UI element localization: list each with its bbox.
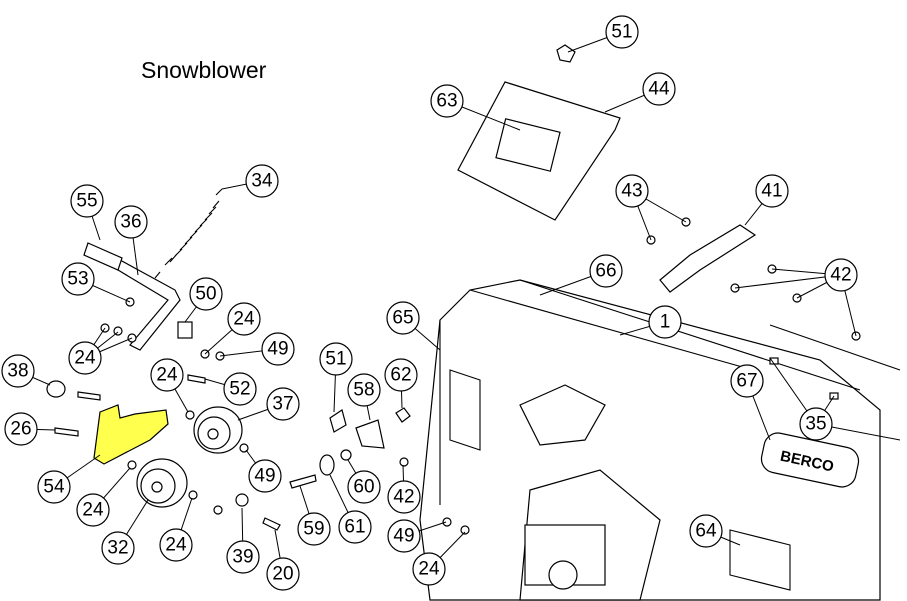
callout-number: 24 (74, 348, 96, 369)
callout-number: 55 (76, 191, 97, 212)
callout-circle (266, 387, 300, 421)
callout-circle (384, 358, 418, 392)
callout-number: 51 (611, 22, 632, 43)
callout-circle (297, 512, 331, 546)
callout-number: 67 (736, 371, 757, 392)
callout-circle (4, 412, 38, 446)
pulley-37-part (193, 406, 243, 454)
callout-number: 50 (195, 284, 216, 305)
callout-circle (226, 540, 260, 574)
callout-number: 53 (67, 269, 88, 290)
callout-circle (261, 332, 295, 366)
callout-circle (430, 84, 464, 118)
callout-circle (648, 305, 682, 339)
callout-number: 24 (156, 365, 178, 386)
callout-circle (150, 358, 184, 392)
callout-circle (347, 470, 381, 504)
leader-line (734, 274, 842, 289)
callout-number: 24 (165, 535, 187, 556)
callout-circle (386, 301, 420, 335)
callout-circle (1, 354, 35, 388)
callout-circle (223, 372, 257, 406)
callout-circle (101, 531, 135, 565)
callout-circle (412, 552, 446, 586)
callout-number: 26 (10, 419, 31, 440)
spring-part (154, 188, 223, 279)
callout-number: 49 (393, 526, 414, 547)
callout-number: 39 (232, 547, 253, 568)
callout-number: 49 (267, 339, 288, 360)
callout-number: 36 (120, 212, 141, 233)
callout-number: 1 (660, 312, 671, 333)
callout-number: 35 (805, 414, 826, 435)
callout-circle (227, 302, 261, 336)
callout-number: 64 (695, 521, 717, 542)
callout-circle (245, 164, 279, 198)
callout-circle (799, 407, 833, 441)
callout-circle (76, 493, 110, 527)
callout-circle (248, 459, 282, 493)
callout-circle (61, 262, 95, 296)
callout-circle (387, 519, 421, 553)
callout-circle (70, 184, 104, 218)
pulley-32-part (136, 458, 188, 508)
lever-arm-part (117, 259, 181, 351)
callout-circle (189, 277, 223, 311)
callout-number: 59 (303, 519, 324, 540)
highlighted-bracket-part (93, 404, 169, 465)
callout-number: 43 (621, 181, 642, 202)
callout-number: 66 (595, 261, 616, 282)
housing-part: BERCO (419, 279, 901, 601)
callout-number: 32 (107, 538, 128, 559)
callout-number: 60 (353, 477, 374, 498)
callout-number: 61 (344, 517, 365, 538)
callout-number: 58 (353, 380, 374, 401)
callout-circle (589, 254, 623, 288)
callout-number: 42 (830, 265, 851, 286)
callout-number: 37 (272, 394, 293, 415)
callout-number: 24 (82, 500, 104, 521)
callout-number: 20 (272, 564, 293, 585)
callout-number: 62 (390, 365, 411, 386)
callout-circle (755, 174, 789, 208)
callout-circle (114, 205, 148, 239)
callout-circle (347, 373, 381, 407)
callout-number: 51 (325, 349, 346, 370)
callout-number: 24 (233, 309, 255, 330)
callout-circle (387, 480, 421, 514)
deflector-bracket-part (659, 224, 757, 293)
callout-number: 63 (436, 91, 457, 112)
callout-circle (689, 514, 723, 548)
diagram-title: Snowblower (141, 57, 267, 83)
callout-circle (266, 557, 300, 591)
callout-circle (37, 470, 71, 504)
callout-number: 24 (418, 559, 440, 580)
callout-number: 65 (392, 308, 413, 329)
small-hardware-parts (46, 44, 861, 535)
callout-circle (159, 528, 193, 562)
callout-number: 41 (761, 181, 782, 202)
callout-number: 44 (648, 79, 670, 100)
callout-circle (824, 258, 858, 292)
callout-number: 38 (7, 361, 28, 382)
callout-number: 49 (254, 466, 275, 487)
callout-number: 52 (229, 379, 250, 400)
handle-grip-part (83, 242, 123, 271)
callout-circle (338, 510, 372, 544)
callout-circle (605, 15, 639, 49)
callout-number: 34 (251, 171, 273, 192)
callout-circle (319, 342, 353, 376)
callout-number: 42 (393, 487, 414, 508)
callout-number: 54 (43, 477, 65, 498)
callout-circle (642, 72, 676, 106)
callout-circle (68, 341, 102, 375)
callout-circle (615, 174, 649, 208)
callout-circle (730, 364, 764, 398)
